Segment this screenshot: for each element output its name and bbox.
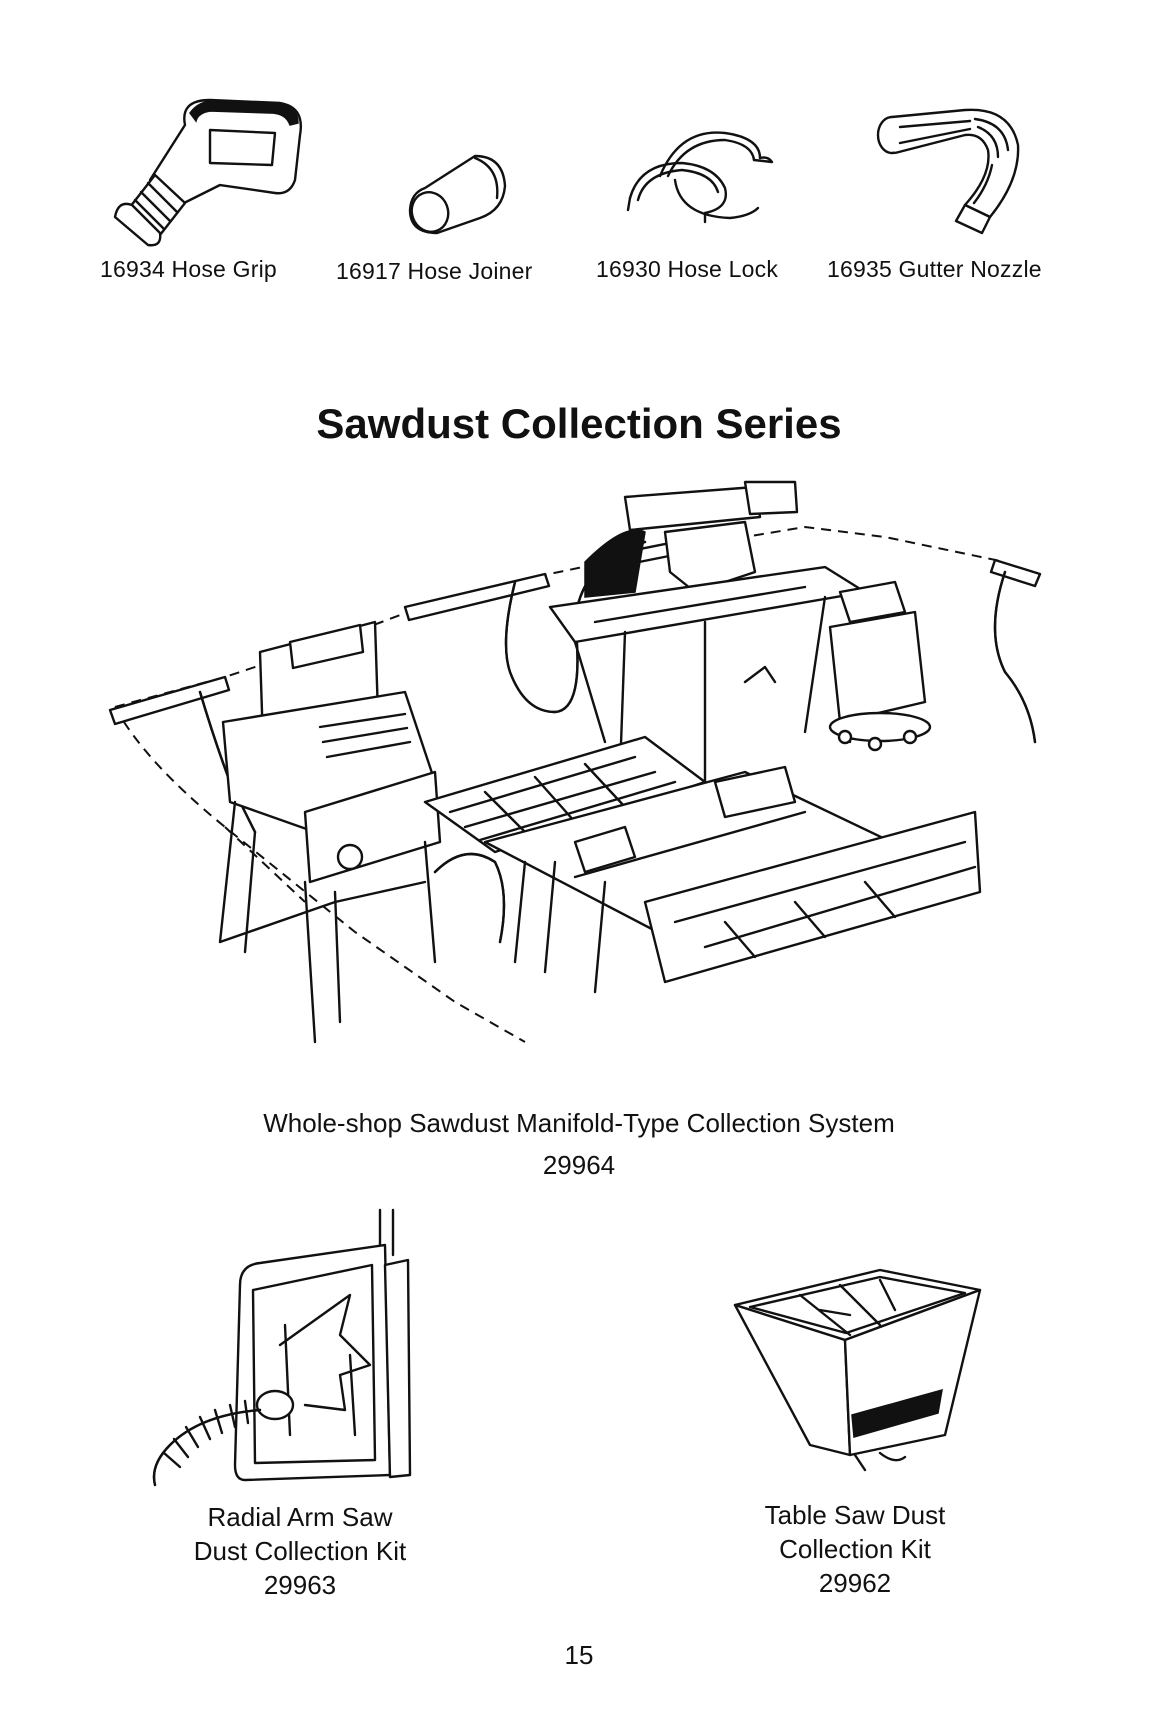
gutter-nozzle-icon — [870, 105, 1030, 240]
radial-kit-part-number: 29963 — [150, 1568, 450, 1602]
caption-hose-joiner: 16917 Hose Joiner — [336, 258, 532, 285]
hose-joiner-icon — [405, 148, 515, 238]
table-kit-line1: Table Saw Dust — [705, 1498, 1005, 1532]
hose-lock-icon — [620, 118, 780, 233]
table-kit-line2: Collection Kit — [705, 1532, 1005, 1566]
caption-gutter-nozzle: 16935 Gutter Nozzle — [827, 256, 1042, 283]
manifold-part-number: 29964 — [0, 1148, 1158, 1182]
hose-grip-icon — [110, 95, 310, 250]
manifold-system-illustration — [105, 482, 1080, 1072]
page-number: 15 — [0, 1640, 1158, 1671]
radial-kit-line1: Radial Arm Saw — [150, 1500, 450, 1534]
manifold-title: Whole-shop Sawdust Manifold-Type Collect… — [0, 1106, 1158, 1140]
caption-hose-lock: 16930 Hose Lock — [596, 256, 778, 283]
table-kit-part-number: 29962 — [705, 1566, 1005, 1600]
caption-hose-grip: 16934 Hose Grip — [100, 256, 277, 283]
radial-kit-line2: Dust Collection Kit — [150, 1534, 450, 1568]
section-title: Sawdust Collection Series — [0, 400, 1158, 448]
table-saw-kit-illustration — [730, 1265, 990, 1475]
radial-arm-saw-kit-illustration — [140, 1205, 440, 1490]
